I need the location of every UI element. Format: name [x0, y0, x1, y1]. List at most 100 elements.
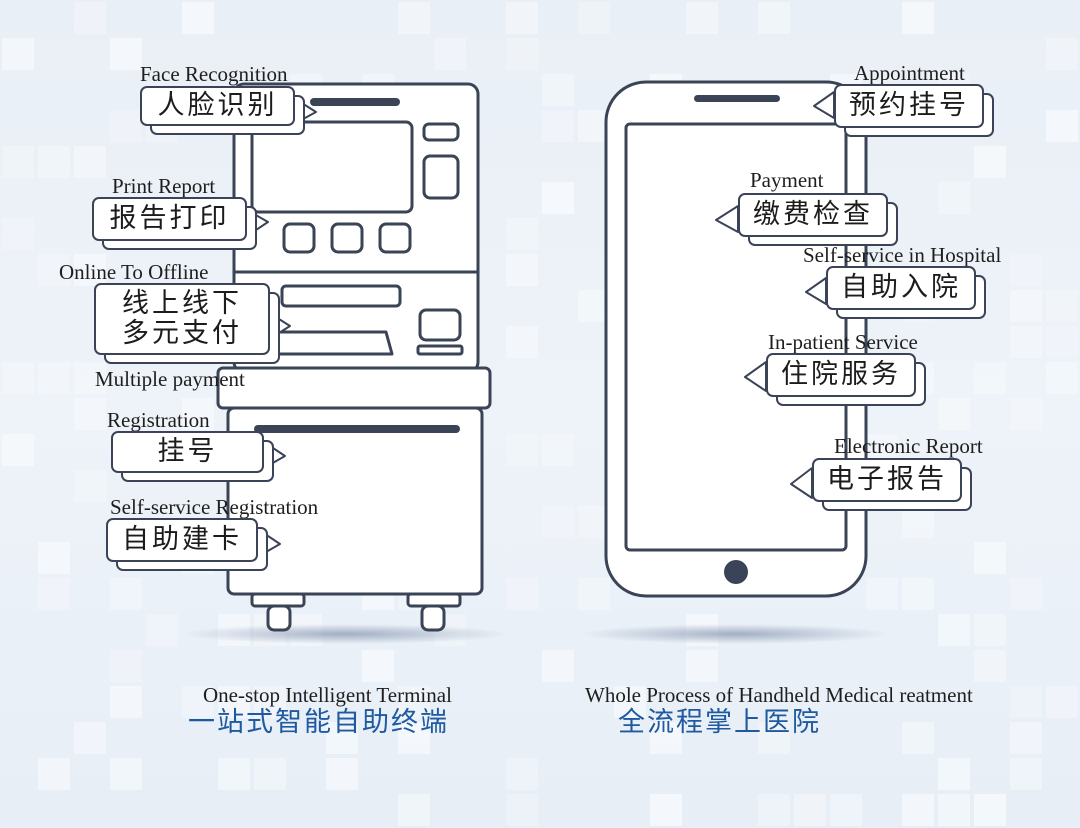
background-square [2, 434, 34, 466]
background-square [614, 686, 646, 718]
print-report-bubble: 报告打印 [92, 197, 257, 250]
registration-label-en: Registration [107, 408, 210, 432]
background-square [398, 686, 430, 718]
background-square [38, 758, 70, 790]
background-square [1046, 362, 1078, 394]
background-square [398, 722, 430, 754]
background-square [2, 38, 34, 70]
appointment-bubble: 预约挂号 [834, 84, 994, 137]
background-square [1010, 398, 1042, 430]
background-square [1010, 722, 1042, 754]
background-square [506, 434, 538, 466]
background-square [758, 722, 790, 754]
background-square [74, 2, 106, 34]
background-square [650, 794, 682, 826]
background-square [1046, 326, 1078, 358]
report-label-zh: 电子报告 [812, 458, 962, 502]
background-square [74, 146, 106, 178]
face-recognition-label-zh: 人脸识别 [140, 86, 295, 126]
phone-speaker [694, 95, 780, 102]
background-square [506, 758, 538, 790]
background-square [74, 398, 106, 430]
background-square [938, 614, 970, 646]
background-square [506, 578, 538, 610]
background-square [506, 2, 538, 34]
background-square [830, 794, 862, 826]
background-square [182, 398, 214, 430]
kiosk-key-3 [378, 222, 412, 254]
background-square [974, 650, 1006, 682]
kiosk-key-1 [282, 222, 316, 254]
background-square [398, 2, 430, 34]
background-square [974, 362, 1006, 394]
phone-caption-en: Whole Process of Handheld Medical reatme… [585, 683, 973, 707]
background-square [686, 650, 718, 682]
background-square [542, 182, 574, 214]
registration-bubble: 挂号 [111, 431, 274, 482]
background-square [902, 2, 934, 34]
kiosk-speaker-slot [310, 98, 400, 106]
background-square [542, 506, 574, 538]
background-square [542, 74, 574, 106]
kiosk-lower-cabinet [226, 406, 484, 596]
background-square [2, 362, 34, 394]
background-square [542, 110, 574, 142]
self-registration-label-zh: 自助建卡 [106, 518, 258, 562]
self-registration-bubble: 自助建卡 [106, 518, 268, 571]
background-square [506, 218, 538, 250]
self-hospital-label-en: Self-service in Hospital [803, 243, 1002, 267]
background-square [578, 578, 610, 610]
background-square [974, 614, 1006, 646]
background-square [326, 722, 358, 754]
background-square [1010, 686, 1042, 718]
kiosk-foot-left [266, 604, 292, 632]
kiosk-screen [250, 120, 414, 214]
background-square [1046, 290, 1078, 322]
background-square [74, 362, 106, 394]
background-square [542, 650, 574, 682]
background-square [1010, 254, 1042, 286]
background-square [362, 650, 394, 682]
report-label-en: Electronic Report [834, 434, 983, 458]
background-square [254, 686, 286, 718]
payment-bubble: 缴费检查 [738, 193, 898, 246]
background-square [1046, 686, 1078, 718]
inpatient-label-en: In-patient Service [768, 330, 918, 354]
background-square [74, 470, 106, 502]
background-square [110, 110, 142, 142]
background-square [542, 434, 574, 466]
background-square [74, 254, 106, 286]
background-square [110, 578, 142, 610]
background-square [182, 2, 214, 34]
background-square [434, 38, 466, 70]
background-square [110, 38, 142, 70]
background-square [758, 794, 790, 826]
background-square [1046, 110, 1078, 142]
kiosk-key-2 [330, 222, 364, 254]
background-square [110, 758, 142, 790]
kiosk-card-slot [280, 284, 402, 308]
background-square [506, 38, 538, 70]
phone-floor-shadow [580, 624, 890, 644]
background-square [974, 146, 1006, 178]
background-square [938, 794, 970, 826]
background-square [38, 254, 70, 286]
background-square [38, 362, 70, 394]
kiosk-printer-slot [254, 425, 460, 433]
print-report-label-zh: 报告打印 [92, 197, 247, 241]
print-report-label-en: Print Report [112, 174, 216, 198]
face-recognition-bubble: 人脸识别 [140, 86, 305, 135]
background-square [254, 758, 286, 790]
background-square [938, 182, 970, 214]
face-recognition-label-en: Face Recognition [140, 62, 288, 86]
background-square [578, 2, 610, 34]
background-square [1010, 758, 1042, 790]
background-square [902, 506, 934, 538]
phone-caption-zh: 全流程掌上医院 [618, 707, 821, 738]
background-square [38, 146, 70, 178]
background-square [506, 326, 538, 358]
background-square [1010, 326, 1042, 358]
payment-label-zh: 缴费检查 [738, 193, 888, 237]
background-square [2, 146, 34, 178]
background-square [218, 758, 250, 790]
